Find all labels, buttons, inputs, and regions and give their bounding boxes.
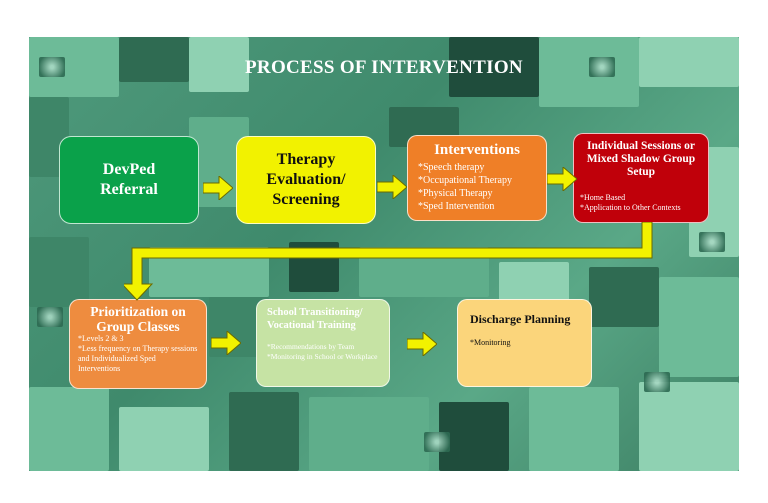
- step-heading: Interventions: [434, 142, 520, 158]
- step-interventions: Interventions *Speech therapy *Occupatio…: [407, 135, 547, 221]
- arrow-right-icon: [203, 176, 233, 200]
- step-heading: School Transitioning/ Vocational Trainin…: [267, 307, 363, 331]
- step-item: *Less frequency on Therapy sessions and …: [78, 344, 198, 373]
- bg-tile: [639, 37, 739, 87]
- step-heading: Discharge Planning: [470, 312, 571, 326]
- bg-tile: [119, 407, 209, 471]
- connector-arrow-icon: [124, 222, 653, 301]
- step-item: *Application to Other Contexts: [580, 203, 681, 212]
- step-prioritization: Prioritization on Group Classes *Levels …: [69, 299, 207, 389]
- step-items: *Levels 2 & 3 *Less frequency on Therapy…: [78, 334, 198, 374]
- arrow-right-icon: [407, 332, 437, 356]
- step-item: *Occupational Therapy: [418, 175, 512, 186]
- bg-speck: [699, 232, 725, 252]
- step-item: *Home Based: [580, 193, 626, 202]
- bg-tile: [119, 37, 189, 82]
- bg-speck: [39, 57, 65, 77]
- arrow-right-icon: [377, 175, 407, 199]
- step-items: *Home Based *Application to Other Contex…: [580, 193, 702, 213]
- step-school-transitioning: School Transitioning/ Vocational Trainin…: [256, 299, 390, 387]
- step-item: *Speech therapy: [418, 162, 485, 173]
- arrow-right-icon: [211, 331, 241, 355]
- bg-tile: [639, 382, 739, 471]
- diagram-title: PROCESS OF INTERVENTION: [245, 57, 523, 78]
- bg-tile: [229, 392, 299, 471]
- step-discharge-planning: Discharge Planning *Monitoring: [457, 299, 592, 387]
- step-item: *Recommendations by Team: [267, 342, 355, 351]
- step-individual-sessions: Individual Sessions or Mixed Shadow Grou…: [573, 133, 709, 223]
- arrow-right-icon: [547, 167, 577, 191]
- step-item: *Monitoring in School or Workplace: [267, 351, 378, 361]
- bg-tile: [589, 267, 659, 327]
- step-heading: DevPed Referral: [100, 161, 158, 198]
- step-devped-referral: DevPed Referral: [59, 136, 199, 224]
- step-item: *Sped Intervention: [418, 201, 495, 212]
- bg-tile: [659, 277, 739, 377]
- step-items: *Speech therapy *Occupational Therapy *P…: [418, 161, 536, 213]
- step-items: *Recommendations by Team *Monitoring in …: [267, 342, 379, 361]
- bg-tile: [439, 402, 509, 471]
- bg-tile: [449, 37, 539, 97]
- step-heading: Individual Sessions or Mixed Shadow Grou…: [586, 140, 696, 178]
- step-items: *Monitoring: [470, 338, 579, 348]
- bg-speck: [37, 307, 63, 327]
- step-therapy-evaluation: Therapy Evaluation/ Screening: [236, 136, 376, 224]
- step-item: *Levels 2 & 3: [78, 334, 124, 343]
- bg-tile: [529, 387, 619, 471]
- bg-speck: [589, 57, 615, 77]
- bg-tile: [309, 397, 429, 471]
- step-item: *Monitoring: [470, 338, 511, 347]
- bg-tile: [29, 237, 89, 307]
- bg-tile: [189, 37, 249, 92]
- step-heading: Therapy Evaluation/ Screening: [266, 151, 346, 208]
- slide-background: PROCESS OF INTERVENTION DevPed Referral …: [29, 37, 739, 471]
- step-heading: Prioritization on Group Classes: [90, 304, 186, 334]
- bg-tile: [29, 387, 109, 471]
- bg-speck: [424, 432, 450, 452]
- bg-speck: [644, 372, 670, 392]
- step-item: *Physical Therapy: [418, 188, 493, 199]
